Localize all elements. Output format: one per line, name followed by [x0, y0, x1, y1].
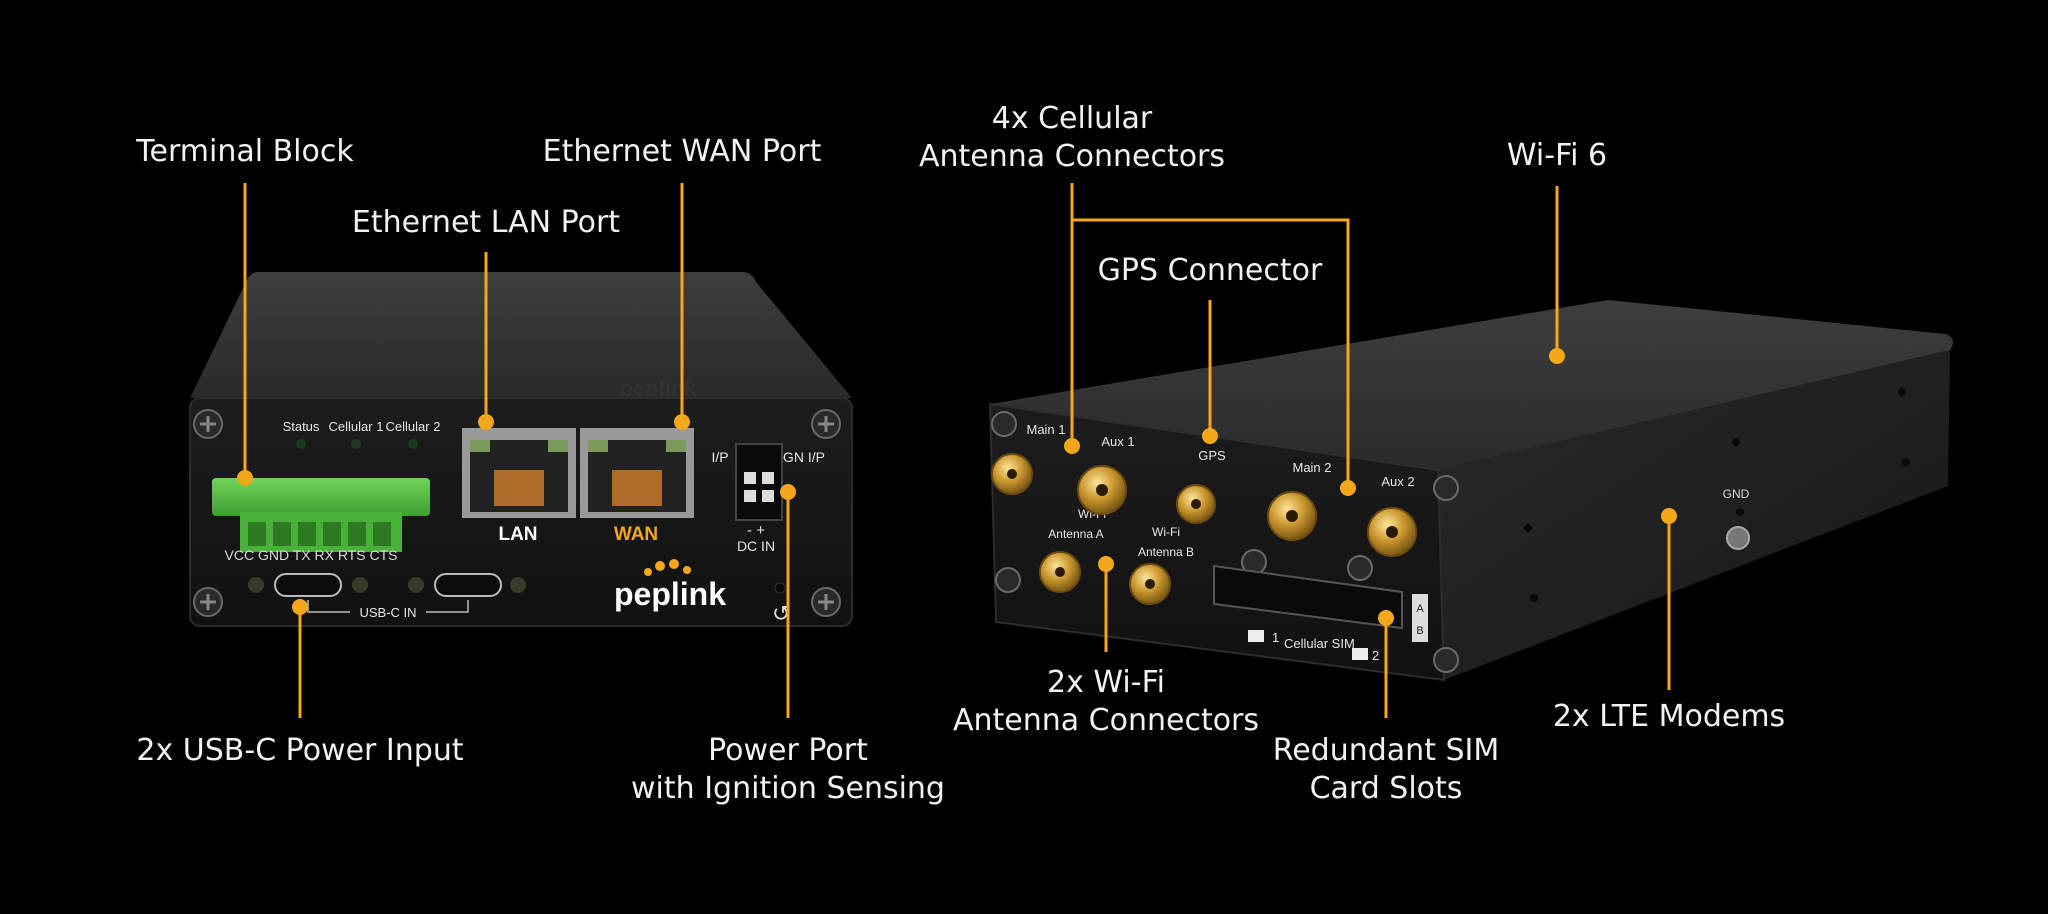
callout-text: Card Slots: [1309, 771, 1463, 806]
leader-lines: [243, 183, 1671, 718]
wifi-a-label-2: Antenna A: [1048, 527, 1103, 541]
ip-label: I/P: [711, 449, 728, 465]
callout-text: with Ignition Sensing: [631, 771, 945, 806]
main2-label: Main 2: [1292, 460, 1331, 475]
usbc-in-label: USB-C IN: [359, 605, 416, 620]
callout-text: Power Port: [708, 733, 868, 768]
screw-icon: [991, 411, 1017, 437]
callout-text: Terminal Block: [136, 134, 354, 169]
front-device-top: [190, 272, 852, 398]
sim2-icon: [1352, 648, 1368, 660]
reset-hole: [774, 582, 786, 594]
wan-port: [580, 428, 694, 518]
rear-device-top: [990, 300, 1954, 470]
aux2-label: Aux 2: [1381, 474, 1414, 489]
screw-icon: [1347, 555, 1373, 581]
screw-icon: [1433, 647, 1459, 673]
sim-ab-switch: [1412, 594, 1428, 642]
cellular2-led: [408, 439, 418, 449]
gnd-terminal: [1726, 526, 1750, 550]
top-brand-text: peplink: [619, 376, 697, 401]
callout-text: 2x Wi-Fi: [1047, 665, 1165, 700]
callout-text: Ethernet WAN Port: [542, 134, 822, 169]
main1-label: Main 1: [1026, 422, 1065, 437]
callout-text: GPS Connector: [1097, 253, 1323, 288]
led-cellular1-label: Cellular 1: [329, 419, 384, 434]
dc-in-connector: [735, 443, 783, 521]
callout-text: Wi-Fi 6: [1506, 138, 1608, 173]
rear-device-side: [1438, 350, 1950, 680]
callout-lte-modems: 2x LTE Modems: [1553, 698, 1785, 736]
lan-port: [462, 428, 576, 518]
aux1-label: Aux 1: [1101, 434, 1134, 449]
callout-sim-slots: Redundant SIM Card Slots: [1273, 732, 1500, 808]
screw-icon: [1433, 475, 1459, 501]
callout-usbc-power: 2x USB-C Power Input: [136, 732, 463, 770]
terminal-pin-labels: VCC GND TX RX RTS CTS: [225, 547, 398, 563]
callout-text: 2x LTE Modems: [1552, 699, 1786, 734]
sim1-icon: [1248, 630, 1264, 642]
sim1-label: 1: [1272, 630, 1279, 645]
rear-device: GND Main 1 Aux 1 GPS Main 2 Aux 2 Wi-Fi …: [988, 300, 1954, 682]
callout-text: 4x Cellular: [991, 101, 1153, 136]
usbc-ports: [248, 573, 526, 597]
callout-text: Redundant SIM: [1272, 733, 1500, 768]
callout-wifi-antenna: 2x Wi-Fi Antenna Connectors: [953, 664, 1259, 740]
callout-text: Ethernet LAN Port: [351, 205, 621, 240]
cellular-sim-label: Cellular SIM: [1284, 636, 1355, 651]
rear-screws: [991, 411, 1459, 673]
callout-cellular-antenna: 4x Cellular Antenna Connectors: [919, 100, 1225, 176]
callout-power-port: Power Port with Ignition Sensing: [631, 732, 945, 808]
callout-terminal-block: Terminal Block: [136, 133, 353, 171]
callout-gps-connector: GPS Connector: [1098, 252, 1323, 290]
slot-b-label: B: [1416, 625, 1423, 637]
callout-ethernet-wan-port: Ethernet WAN Port: [543, 133, 822, 171]
wifi-b-label-1: Wi-Fi: [1152, 525, 1180, 539]
peplink-logo-dots: [644, 559, 691, 576]
cellular1-led: [351, 439, 361, 449]
led-status-label: Status: [283, 419, 320, 434]
gnd-label: GND: [1723, 487, 1750, 501]
sim-slot: [1213, 564, 1403, 630]
callout-text: Antenna Connectors: [952, 703, 1260, 738]
callout-ethernet-lan-port: Ethernet LAN Port: [352, 204, 620, 242]
status-led: [296, 439, 306, 449]
terminal-block: [212, 478, 430, 552]
ign-label: IGN I/P: [779, 449, 825, 465]
callout-text: 2x USB-C Power Input: [136, 733, 464, 768]
dc-in-label: DC IN: [737, 538, 775, 554]
side-holes: [1524, 388, 1910, 602]
polarity-label: - +: [747, 522, 765, 539]
brand-logo: peplink: [614, 576, 726, 612]
slot-a-label: A: [1416, 603, 1424, 615]
lan-label: LAN: [498, 524, 537, 545]
screw-icon: [995, 567, 1021, 593]
leader-dots: [237, 348, 1677, 626]
front-device: peplink Status Cellular 1 Cellular 2: [189, 272, 853, 627]
wan-label: WAN: [614, 524, 658, 545]
led-cellular2-label: Cellular 2: [386, 419, 441, 434]
wifi-b-label-2: Antenna B: [1138, 545, 1194, 559]
sim2-label: 2: [1372, 648, 1379, 663]
callout-wifi6: Wi-Fi 6: [1507, 137, 1607, 175]
reset-icon: ↺: [772, 601, 790, 626]
callout-text: Antenna Connectors: [918, 139, 1226, 174]
gps-label: GPS: [1198, 448, 1226, 463]
